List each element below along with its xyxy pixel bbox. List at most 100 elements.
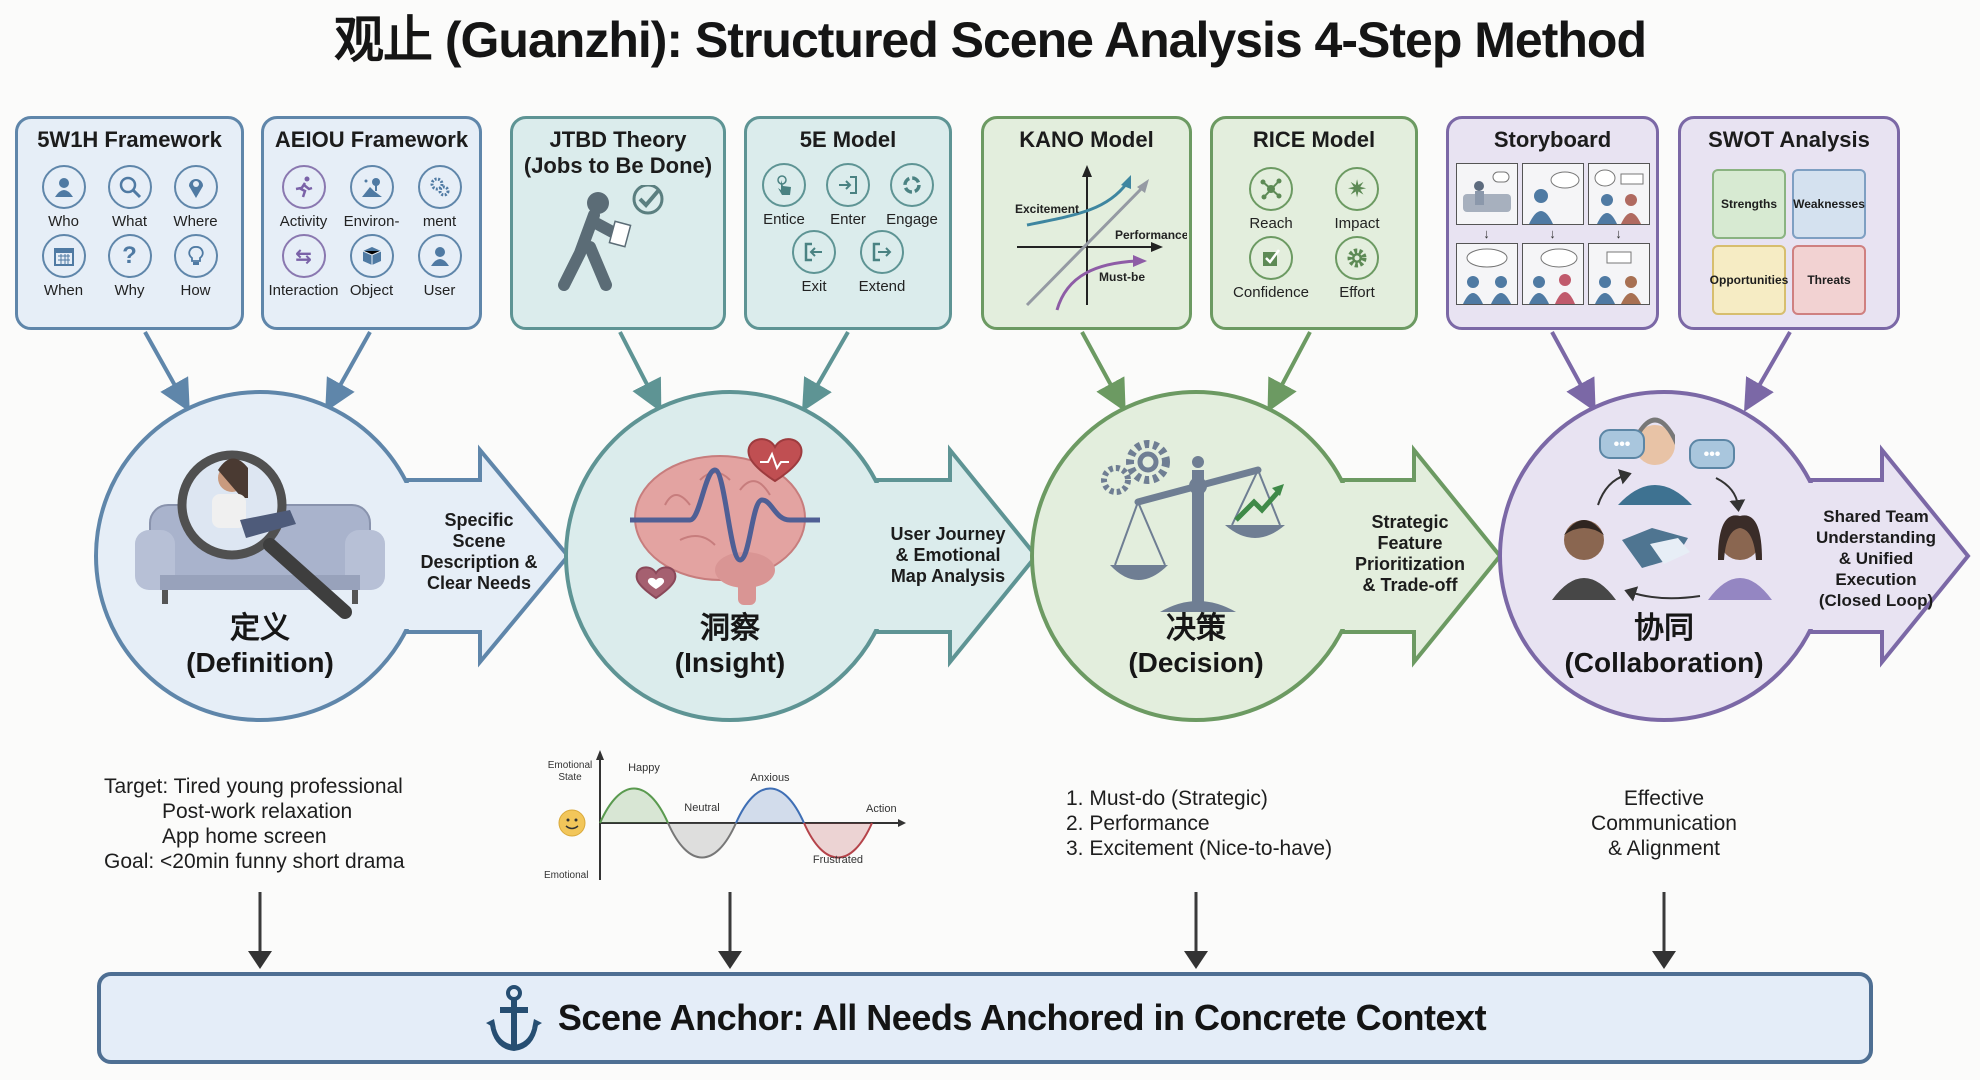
calendar-icon [41,234,86,278]
item-label: Activity [279,213,328,230]
framework-title: RICE Model [1252,127,1376,152]
emotion-curve-frustrated [803,822,873,859]
connector-swot [1744,331,1792,412]
item-label: ment [422,213,457,230]
kano-label-performance: Performance [1115,228,1187,242]
framework-title: Storyboard [1493,127,1612,152]
swot-strengths: Strengths [1712,169,1786,239]
connector-storyboard [1550,331,1596,413]
item-label: Object [349,282,394,299]
framework-5w1h: 5W1H Framework Who What Where When ?Why … [15,116,244,330]
balance-scale-icon [1101,440,1285,612]
item-label: Environ- [343,213,400,230]
framework-kano: KANO Model Excitement Performance Must-b… [981,116,1192,330]
item-label: Enter [830,211,866,228]
note-line: Effective [1623,787,1705,810]
magnifier-icon [107,165,152,209]
enter-icon [826,163,870,207]
step-title-en: (Collaboration) [1564,647,1764,678]
emotion-x-label: Action [866,803,897,815]
framework-5e: 5E Model Entice Enter Engage Exit Extend [744,116,952,330]
swot-weaknesses: Weaknesses [1792,169,1866,239]
team-handshake-icon: ••• ••• [1552,417,1772,602]
person-icon [41,165,86,209]
framework-rice: RICE Model Reach ✷Impact Confidence Effo… [1210,116,1418,330]
note-line: Communication [1591,812,1737,835]
step-title-zh: 洞察 [700,612,760,645]
framework-title: SWOT Analysis [1708,127,1870,152]
step-insight-output: User Journey & Emotional Map Analysis [890,524,1006,586]
framework-aeiou: AEIOU Framework Activity Environ- ment ⇆… [261,116,482,330]
step-decision-label: 决策 (Decision) [1096,612,1296,680]
gear-icon [1335,236,1379,280]
step-title-zh: 协同 [1634,612,1694,645]
item-label: Who [48,213,79,230]
step-title-zh: 定义 [230,612,290,645]
storyboard-panel-2 [1521,163,1584,225]
step-collaboration-output: Shared Team Understanding & Unified Exec… [1816,507,1936,610]
step-title-en: (Decision) [1128,647,1264,678]
item-label: Where [173,213,218,230]
item-label: User [423,282,456,299]
framework-storyboard: Storyboard ↓↓↓ [1446,116,1659,330]
emotion-label-anxious: Anxious [750,772,790,784]
emotion-label-frustrated: Frustrated [812,854,864,866]
framework-jtbd: JTBD Theory (Jobs to Be Done) [510,116,726,330]
step-insight-label: 洞察 (Insight) [630,612,830,680]
tap-hand-icon [762,163,806,207]
item-label: Exit [801,278,827,295]
decision-notes: 1. Must-do (Strategic) 2. Performance 3.… [1066,786,1332,861]
note-line: Goal: <20min funny short drama [104,850,405,873]
extend-icon [860,230,904,274]
connector-5e [802,331,850,412]
cycle-icon [890,163,934,207]
step-decision-output: Strategic Feature Prioritization & Trade… [1354,512,1465,595]
gears-icon [417,165,462,209]
storyboard-panel-6 [1587,243,1650,305]
burst-icon: ✷ [1335,167,1379,211]
svg-text:•••: ••• [1704,446,1721,463]
swot-opportunities: Opportunities [1710,245,1788,315]
storyboard-panel-5 [1521,243,1584,305]
emotion-y-label-top: Emotional State [547,760,593,783]
item-label: When [43,282,84,299]
anchor-icon [485,985,542,1051]
step-definition-label: 定义 (Definition) [160,612,360,680]
step-title-en: (Insight) [674,647,786,678]
page-title: 观止 (Guanzhi): Structured Scene Analysis … [334,12,1647,68]
exchange-arrows-icon: ⇆ [281,234,326,278]
checkbox-icon [1249,236,1293,280]
item-label: What [111,213,147,230]
note-line: Target: Tired young professional [104,775,403,798]
note-line: Post-work relaxation [162,800,353,823]
emotion-y-label-bottom: Emotional [544,870,589,881]
exit-icon [792,230,836,274]
storyboard-panel-3 [1587,163,1650,225]
kano-label-excitement: Excitement [1015,202,1079,216]
scene-anchor-label: Scene Anchor: All Needs Anchored in Conc… [557,997,1487,1038]
note-line: 3. Excitement (Nice-to-have) [1066,837,1333,860]
landscape-icon [349,165,394,209]
kano-chart: Excitement Performance Must-be [1015,165,1188,311]
item-label: Entice [763,211,805,228]
note-line: App home screen [162,825,327,848]
item-label: Confidence [1233,284,1309,301]
emotion-curve-happy [599,787,669,824]
box-icon [349,234,394,278]
step-definition-output: Specific Scene Description & Clear Needs [420,510,538,593]
emotion-label-neutral: Neutral [684,802,720,814]
kano-performance-line [1025,185,1144,307]
storyboard-panel-4 [1455,243,1518,305]
connector-rice [1267,331,1312,413]
framework-title: 5E Model [799,127,897,152]
emotion-journey-map [558,750,906,880]
framework-swot: SWOT Analysis Strengths Weaknesses Oppor… [1678,116,1900,330]
question-mark-icon: ? [107,234,152,278]
note-line: & Alignment [1607,837,1721,860]
walking-person-checkmark-icon [558,183,664,291]
connector-kano [1080,331,1126,413]
smiley-face-icon [558,809,586,837]
svg-text:•••: ••• [1614,436,1631,453]
step-title-en: (Definition) [186,647,334,678]
